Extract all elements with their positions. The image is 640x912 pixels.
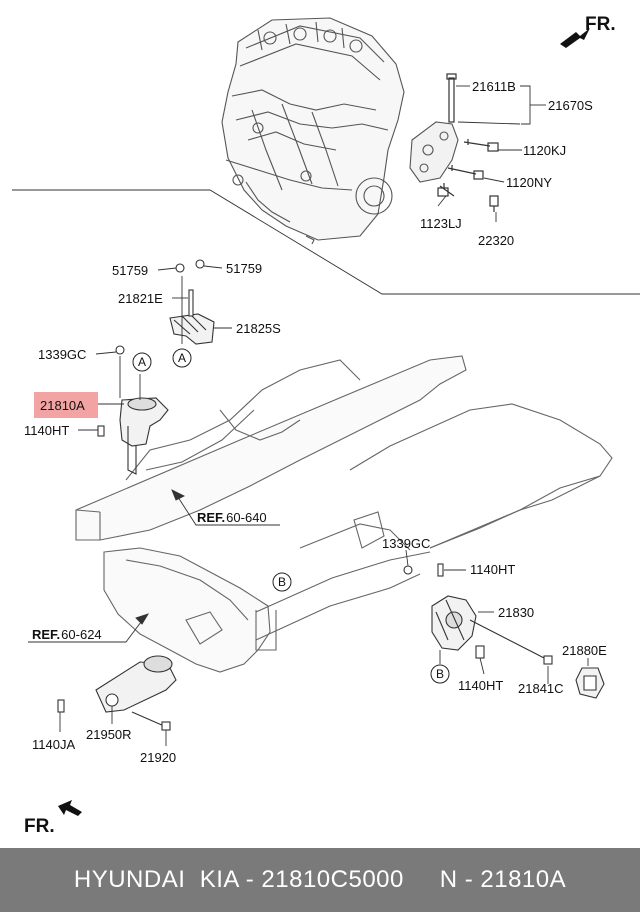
svg-text:B: B: [436, 667, 444, 681]
label-21670S: 21670S: [548, 98, 593, 113]
label-21810A: 21810A: [40, 398, 85, 413]
svg-text:B: B: [278, 575, 286, 589]
label-51759-right: 51759: [226, 261, 262, 276]
footer-text: HYUNDAI KIA - 21810C5000 N - 21810A: [73, 866, 567, 893]
front-direction-arrow-bottom: FR.: [24, 800, 82, 837]
ref-60-640: REF.60-640: [197, 510, 267, 525]
svg-text:FR.: FR.: [585, 14, 616, 35]
engine-hardware: [437, 73, 499, 212]
svg-text:A: A: [138, 355, 146, 369]
part-21810A-highlight: [34, 392, 98, 418]
label-1140HT-right-bottom: 1140HT: [458, 678, 503, 693]
exploded-parts-diagram: A A B B FR. FR. 21611B 21670S 1120KJ 112…: [12, 14, 640, 837]
right-mount-leader-lines: [405, 549, 589, 684]
label-21950R: 21950R: [86, 727, 132, 742]
left-mount-leader-lines: [78, 351, 141, 431]
rear-mount-leader-lines: [59, 706, 167, 746]
label-1120KJ: 1120KJ: [523, 143, 566, 158]
label-1123LJ: 1123LJ: [420, 216, 462, 231]
ref-60-624-pointer: [28, 613, 150, 643]
engine-block-illustration: [221, 17, 459, 245]
label-1339GC-left: 1339GC: [38, 347, 86, 362]
label-1140HT-left: 1140HT: [24, 423, 69, 438]
part-number-footer: HYUNDAI KIA - 21810C5000 N - 21810A: [0, 848, 640, 912]
circle-marker-a-bracket: A: [172, 348, 192, 368]
label-21611B: 21611B: [472, 79, 516, 94]
front-direction-arrow-top: FR.: [560, 14, 616, 48]
label-21825S: 21825S: [236, 321, 281, 336]
label-1120NY: 1120NY: [506, 175, 552, 190]
bracket-leader-lines: [157, 265, 232, 344]
rear-roll-mount-21950R: [57, 655, 177, 731]
circle-marker-a-top: A: [132, 352, 152, 372]
label-51759-left: 51759: [112, 263, 148, 278]
circle-marker-b-mount: B: [430, 664, 450, 684]
ref-60-624: REF.60-624: [32, 627, 102, 642]
circle-marker-b-frame: B: [272, 572, 292, 592]
label-1339GC-right: 1339GC: [382, 536, 430, 551]
label-21920: 21920: [140, 750, 176, 765]
label-21830: 21830: [498, 605, 534, 620]
label-22320: 22320: [478, 233, 514, 248]
left-engine-mount-21810A: [97, 345, 169, 475]
label-21841C: 21841C: [518, 681, 564, 696]
svg-text:FR.: FR.: [24, 816, 55, 837]
right-engine-mount-21830: [403, 563, 605, 699]
ref-60-640-pointer: [171, 489, 280, 526]
svg-text:A: A: [178, 351, 186, 365]
mounting-bracket-21825S: [169, 259, 215, 345]
engine-leader-lines: [12, 85, 640, 295]
label-21880E: 21880E: [562, 643, 607, 658]
label-1140JA: 1140JA: [32, 737, 75, 752]
label-21821E: 21821E: [118, 291, 163, 306]
label-1140HT-right-top: 1140HT: [470, 562, 515, 577]
